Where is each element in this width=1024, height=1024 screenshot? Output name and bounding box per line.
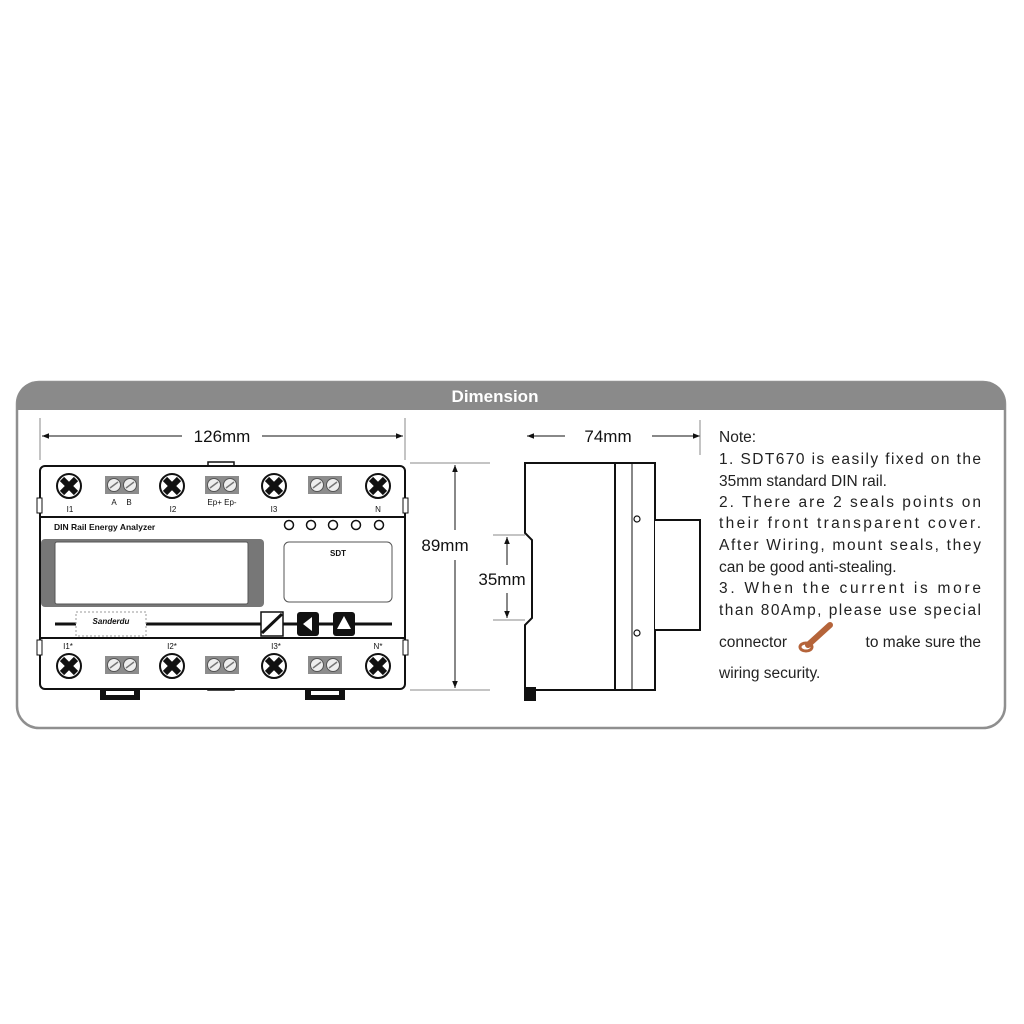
note-heading: Note: [719, 429, 756, 446]
height-label: 89mm [421, 536, 468, 555]
note-line: wiring security. [718, 665, 820, 682]
front-view-device: I1 A B I2 Ep+ Ep- I3 N DIN Rail Energy A… [36, 461, 409, 700]
note-line: After Wiring, mount seals, they [719, 537, 981, 554]
terminal-label-n: N [375, 505, 381, 514]
terminal-label-i2: I2 [170, 505, 177, 514]
brand-label: SDT [330, 549, 346, 558]
note-line: 2. There are 2 seals points on [719, 494, 981, 511]
rail-label: 35mm [478, 570, 525, 589]
bottom-terminals: I1* I2* I3* N* [57, 642, 390, 678]
up-button[interactable] [333, 612, 355, 636]
lcd-display [41, 539, 264, 607]
note-line: 1. SDT670 is easily fixed on the [719, 451, 981, 468]
arrow-left-icon [303, 617, 312, 631]
device-title: DIN Rail Energy Analyzer [54, 522, 156, 532]
note-line: their front transparent cover. [719, 515, 981, 532]
terminal-label-i1-star: I1* [63, 642, 73, 651]
manufacturer-logo: Sanderdu [75, 611, 147, 637]
terminal-label-b: B [126, 498, 131, 507]
note-line: to make sure the [866, 634, 981, 651]
panel-title: Dimension [452, 387, 539, 406]
terminal-label-i3: I3 [271, 505, 278, 514]
note-line: 3. When the current is more [719, 580, 981, 597]
note-line: than 80Amp, please use special [719, 602, 981, 619]
indicator-leds [283, 519, 385, 531]
rail-dimension: 35mm [478, 534, 526, 621]
depth-label: 74mm [584, 427, 631, 446]
width-label: 126mm [194, 427, 251, 446]
side-view-device [524, 462, 701, 701]
note-line: connector [719, 634, 787, 651]
terminal-label-i3-star: I3* [271, 642, 281, 651]
depth-dimension: 74mm [527, 420, 701, 455]
terminal-label-n-star: N* [374, 642, 383, 651]
terminal-label-a: A [111, 498, 117, 507]
logo-text: Sanderdu [93, 617, 130, 626]
brand-window: SDT [283, 541, 393, 603]
notes: Note: 1. SDT670 is easily fixed on the 3… [718, 429, 981, 682]
top-terminals: I1 A B I2 Ep+ Ep- I3 N [57, 474, 390, 514]
note-line: can be good anti-stealing. [719, 559, 897, 576]
note-line: 35mm standard DIN rail. [719, 473, 887, 490]
button-set [260, 611, 284, 637]
left-button[interactable] [297, 612, 319, 636]
arrow-up-icon [337, 616, 351, 629]
terminal-label-ep: Ep+ Ep- [207, 498, 236, 507]
panel-header [17, 382, 1005, 410]
connector-icon [798, 622, 833, 653]
width-dimension: 126mm [39, 418, 406, 460]
height-dimension: 89mm [410, 462, 490, 691]
terminal-label-i2-star: I2* [167, 642, 177, 651]
terminal-label-i1: I1 [67, 505, 74, 514]
